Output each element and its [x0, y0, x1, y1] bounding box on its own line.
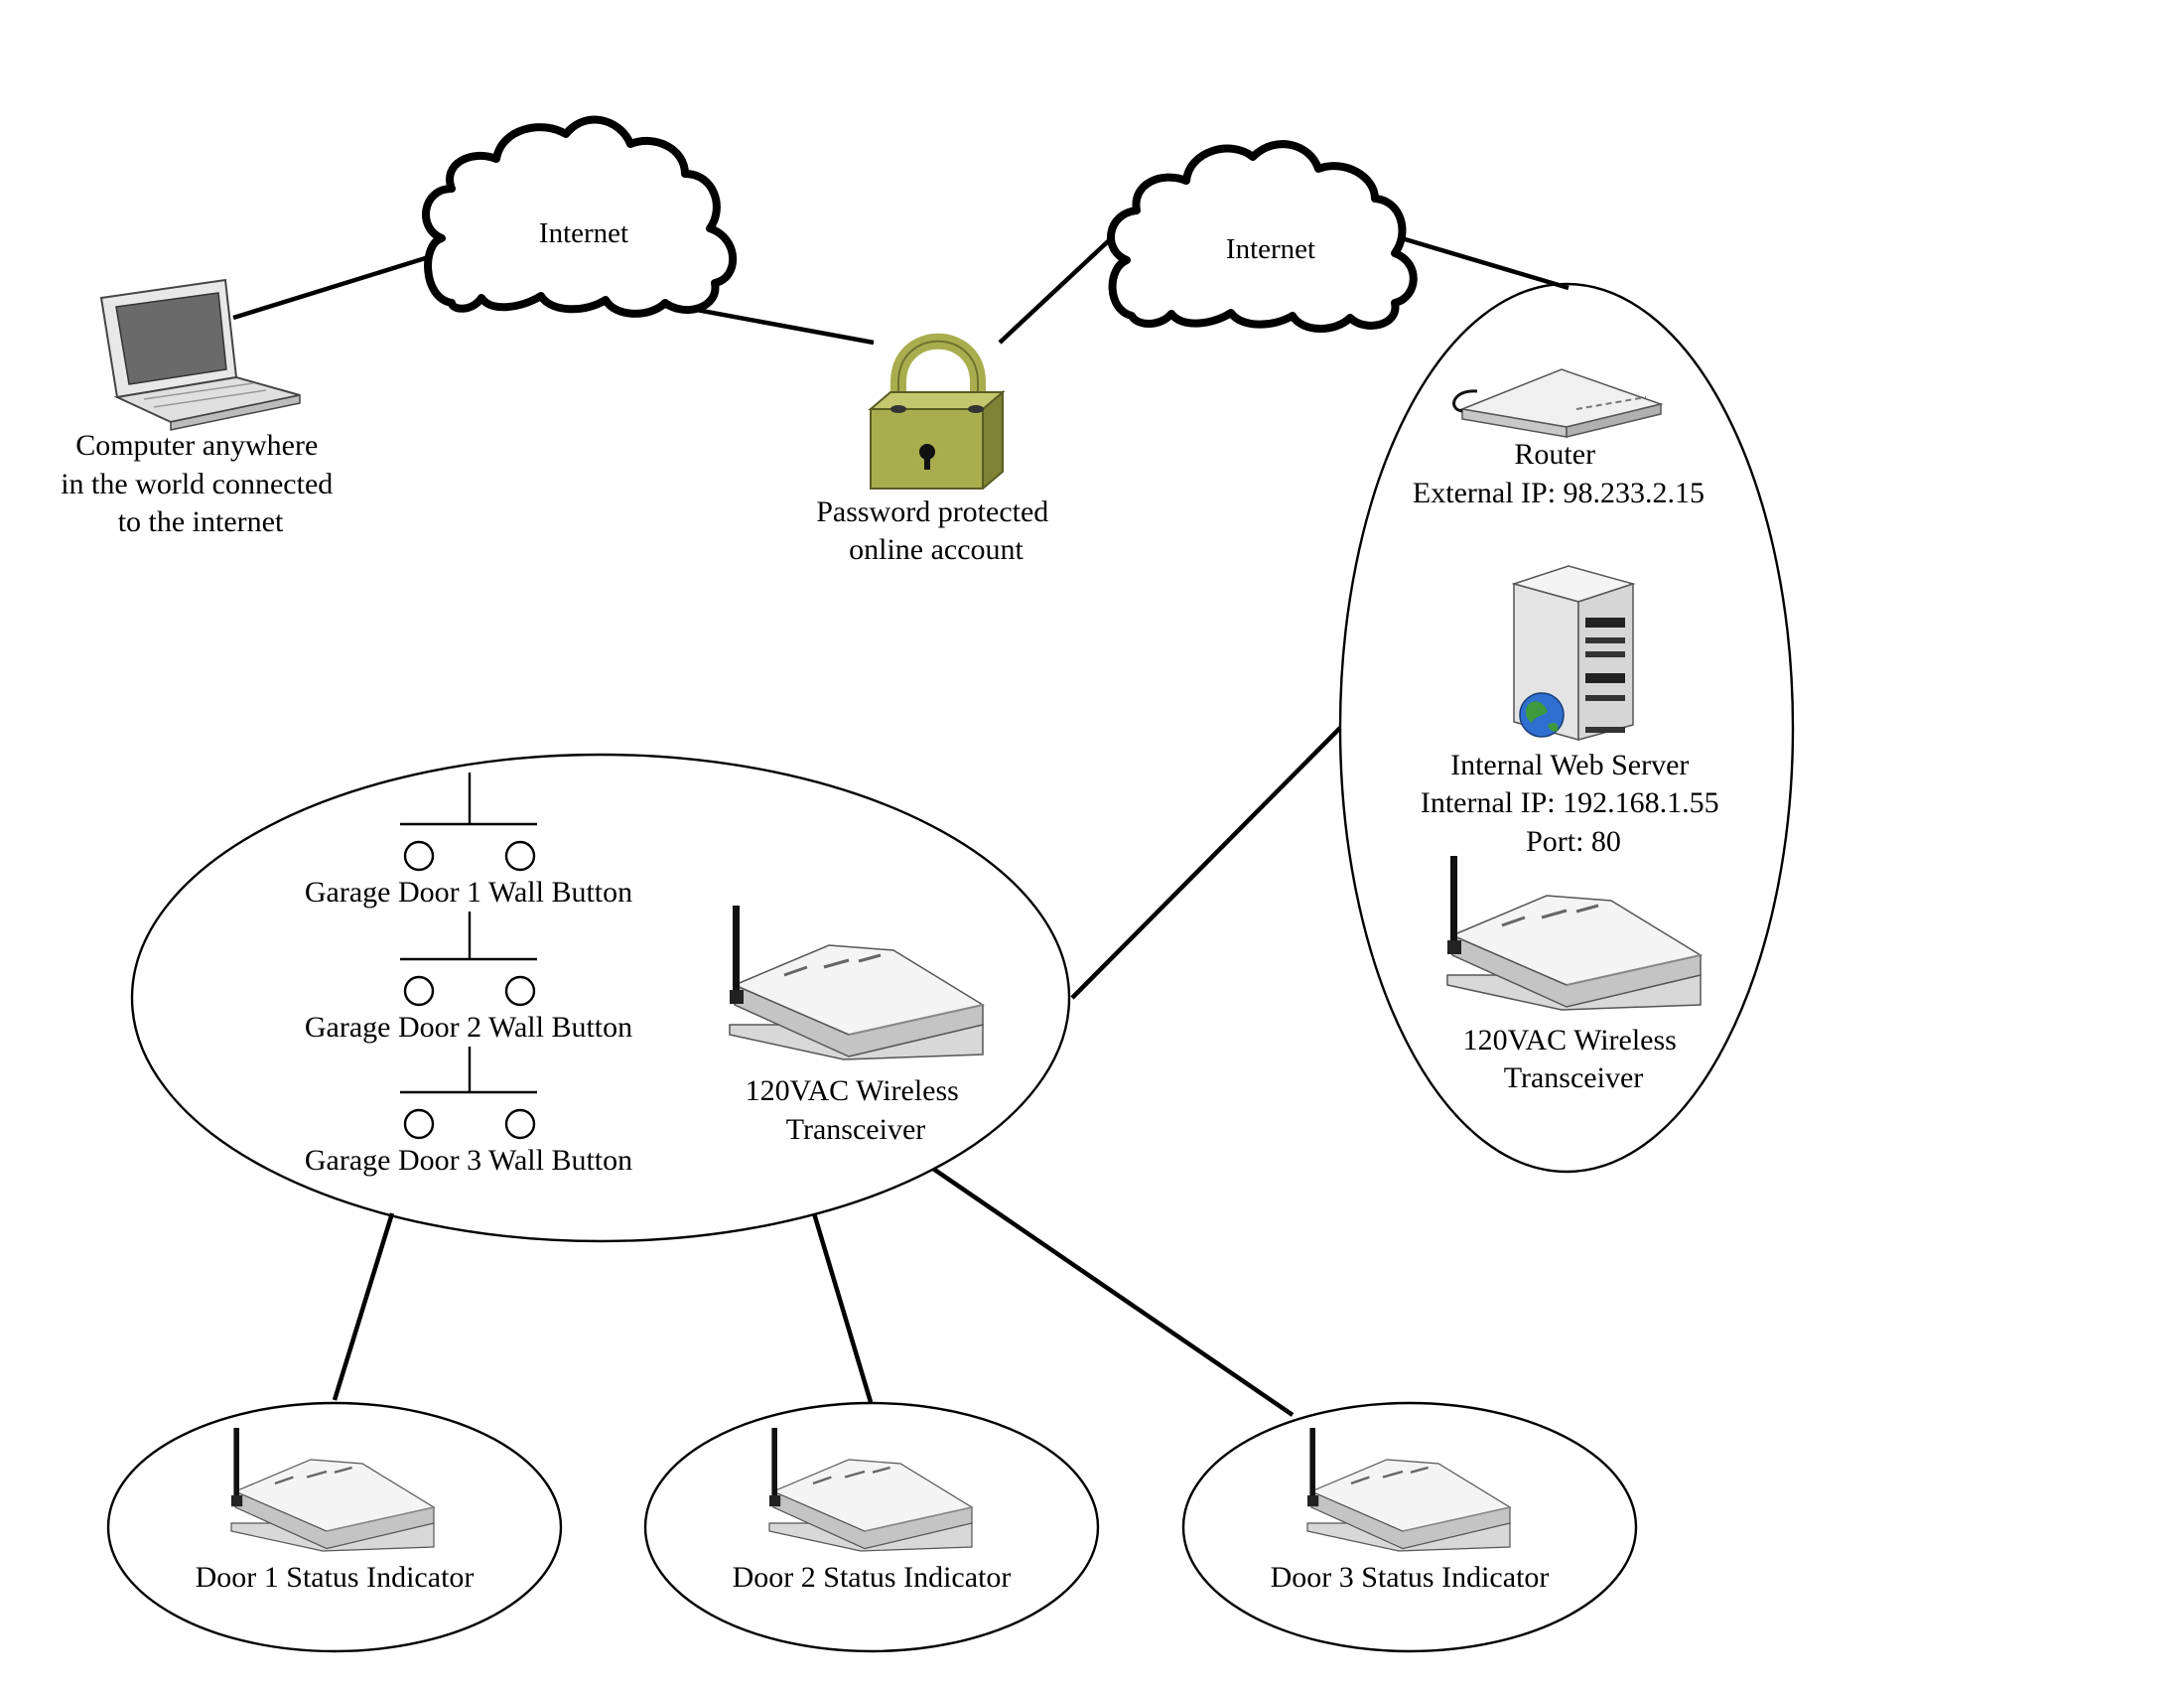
internet-cloud-right-label: Internet — [1226, 233, 1315, 265]
garage-group — [130, 753, 1071, 1243]
internet-to-account-link — [674, 303, 875, 346]
wall-button-3-symbol — [400, 1047, 537, 1140]
wall-button-3-label: Garage Door 3 Wall Button — [305, 1144, 632, 1177]
padlock-icon — [868, 333, 1006, 490]
door-2-indicator-group — [643, 1401, 1100, 1653]
web-server-icon — [1511, 565, 1636, 741]
server-label: Internal Web Server Internal IP: 192.168… — [1421, 749, 1726, 858]
wall-button-2-symbol — [400, 912, 537, 1007]
door-3-indicator-label: Door 3 Status Indicator — [1271, 1561, 1550, 1594]
wireless-transceiver-icon — [767, 1426, 974, 1553]
wireless-transceiver-icon — [728, 904, 985, 1061]
garage-transceiver-label: 120VAC Wireless Transceiver — [746, 1074, 967, 1146]
home-to-garage-link — [1070, 726, 1342, 1000]
wireless-transceiver-icon — [229, 1426, 436, 1553]
internet-to-router-link — [1401, 235, 1570, 291]
door-3-indicator-group — [1181, 1401, 1638, 1653]
wall-button-1-symbol — [400, 773, 537, 872]
home-transceiver-label: 120VAC Wireless Transceiver — [1463, 1024, 1685, 1094]
laptop-label: Computer anywhere in the world connected… — [61, 429, 341, 538]
home-network-group — [1338, 282, 1795, 1174]
wireless-transceiver-icon — [1305, 1426, 1512, 1553]
garage-to-door1-link — [332, 1212, 395, 1401]
garage-to-door2-link — [811, 1212, 874, 1403]
wall-button-1-label: Garage Door 1 Wall Button — [305, 876, 632, 909]
garage-to-door3-link — [931, 1167, 1295, 1417]
account-to-internet-link — [998, 228, 1122, 345]
internet-cloud-right — [1107, 140, 1418, 333]
internet-cloud-left-label: Internet — [539, 217, 628, 249]
laptop-to-internet-link — [232, 253, 433, 321]
router-label: Router External IP: 98.233.2.15 — [1413, 438, 1705, 509]
wireless-transceiver-icon — [1445, 854, 1703, 1012]
door-1-indicator-label: Door 1 Status Indicator — [196, 1561, 475, 1594]
router-icon — [1452, 368, 1664, 438]
internet-cloud-left — [422, 115, 738, 318]
laptop-icon — [99, 278, 301, 431]
door-1-indicator-group — [106, 1401, 563, 1653]
account-label: Password protected online account — [816, 495, 1056, 566]
wall-button-2-label: Garage Door 2 Wall Button — [305, 1011, 632, 1044]
door-2-indicator-label: Door 2 Status Indicator — [733, 1561, 1012, 1594]
